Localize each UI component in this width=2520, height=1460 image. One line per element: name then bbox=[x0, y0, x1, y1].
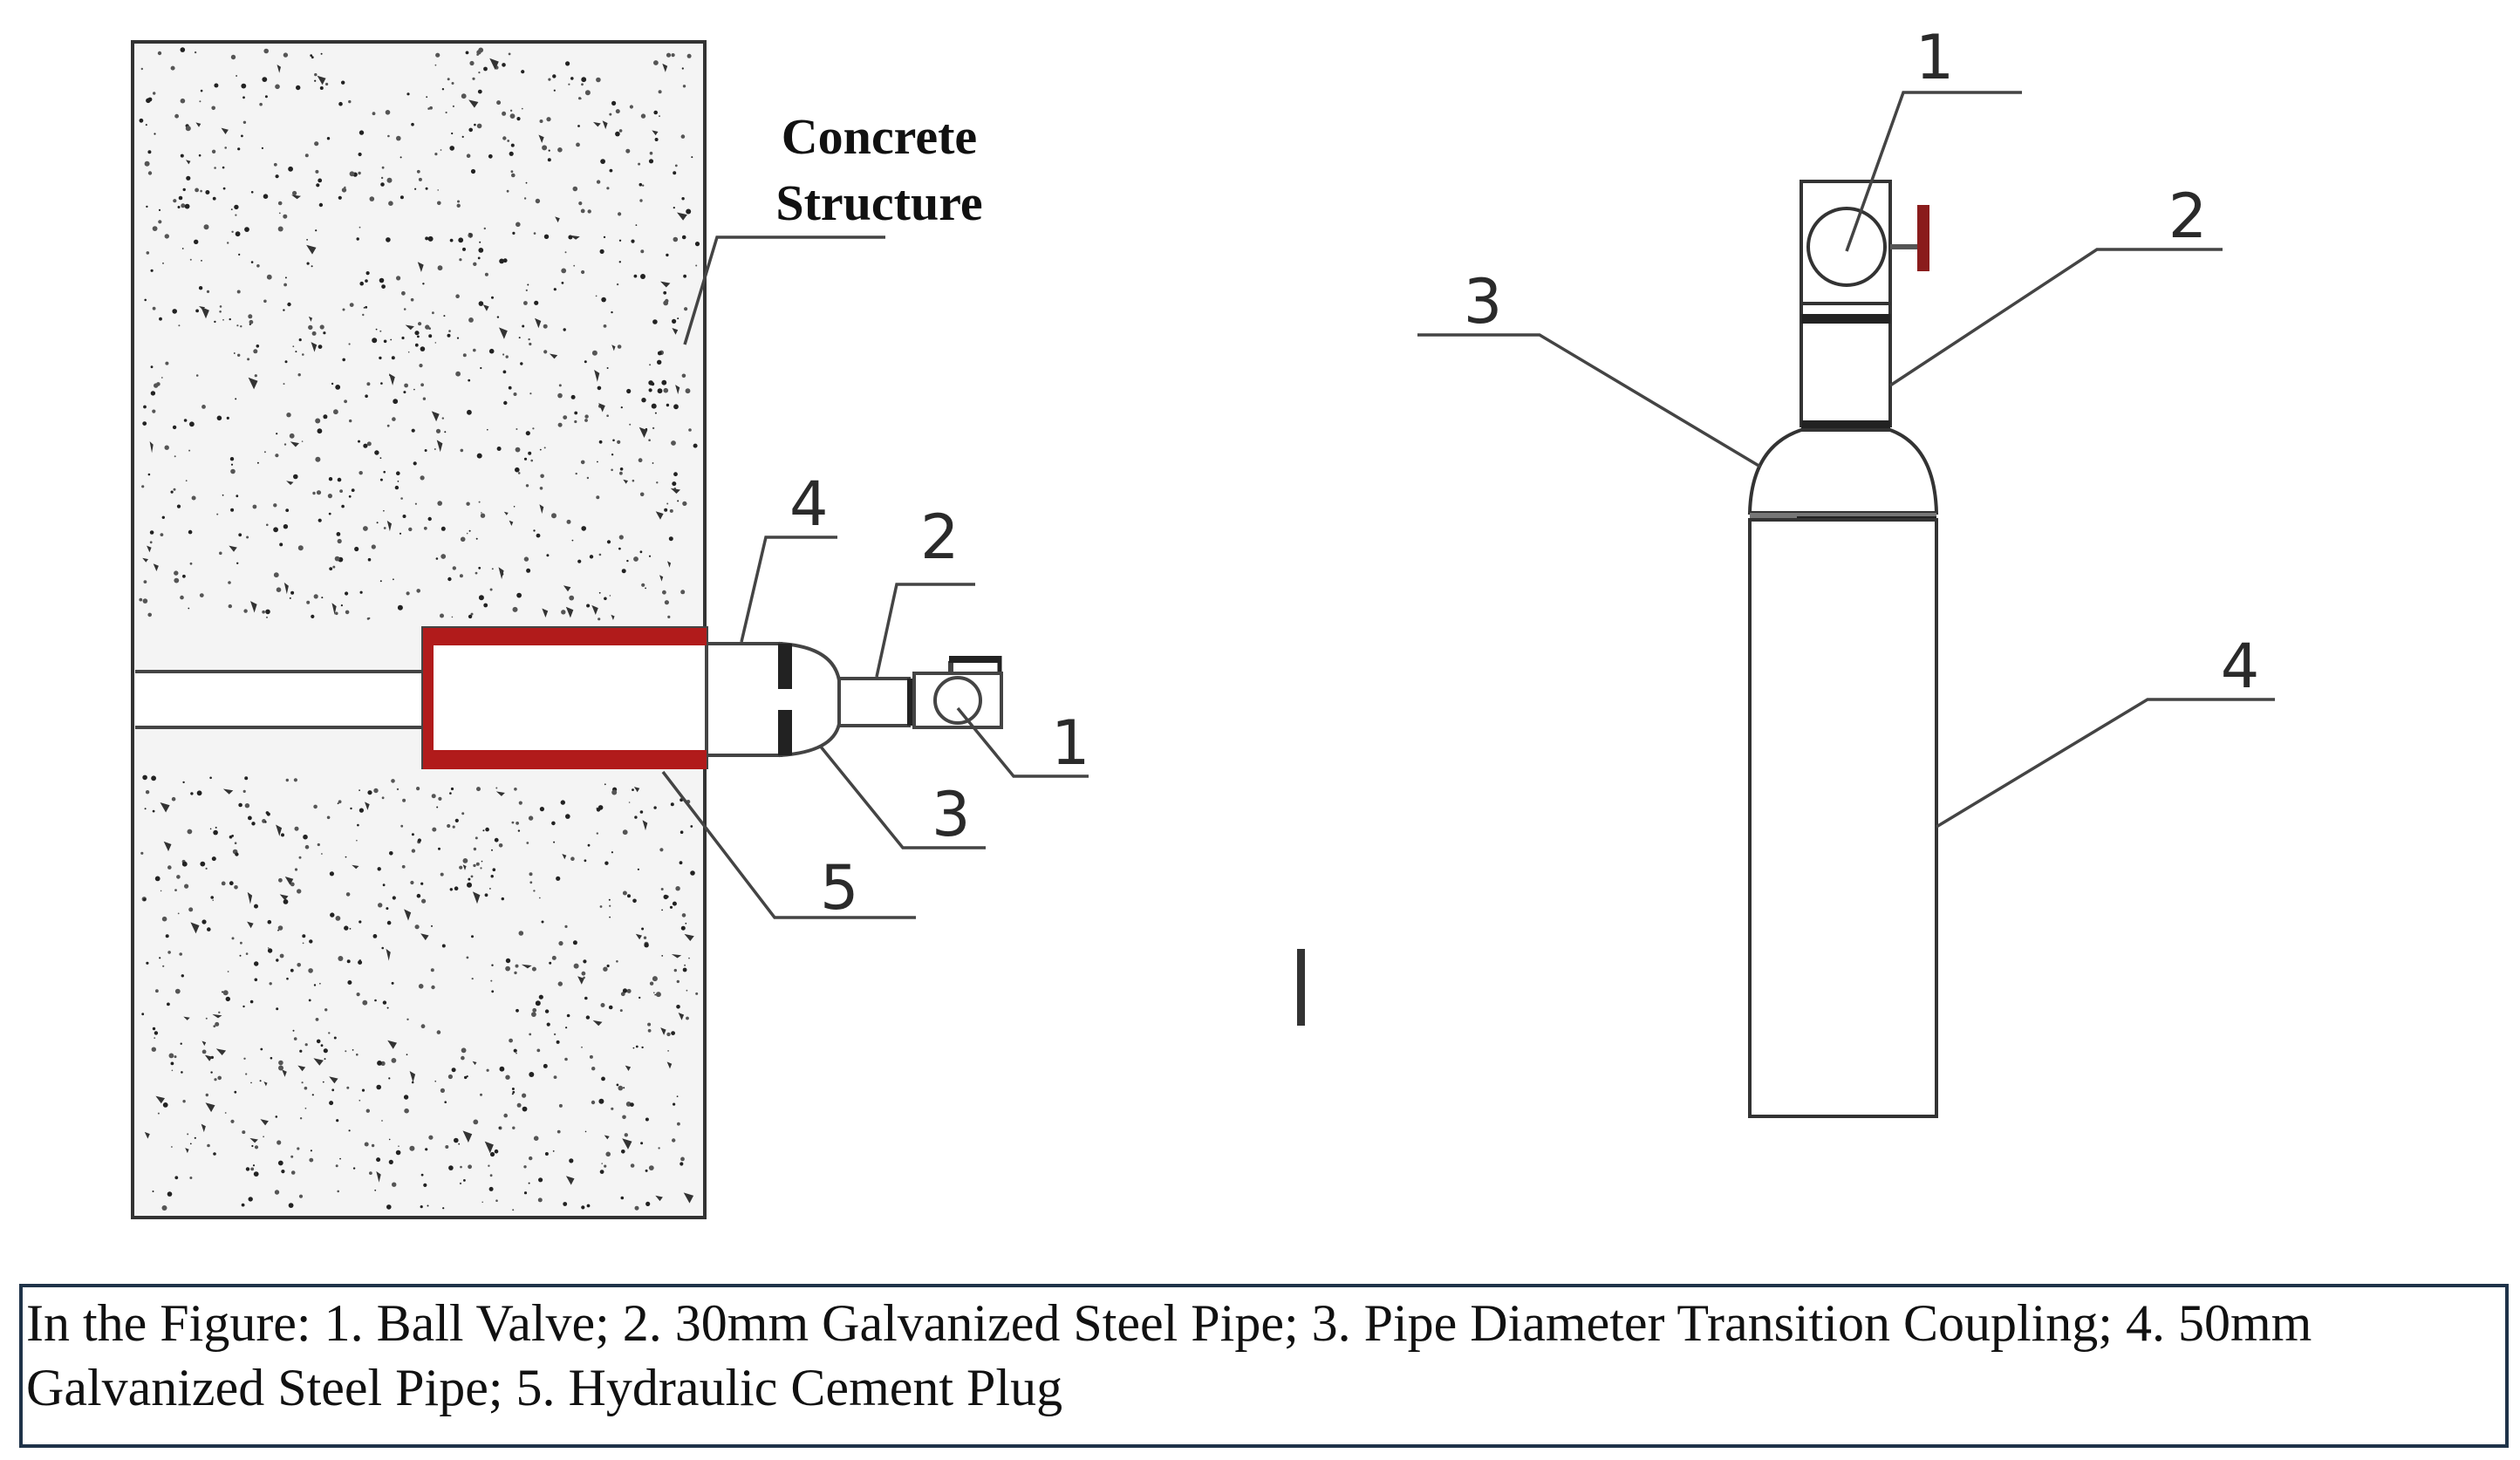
right-label-3: 3 bbox=[1464, 266, 1503, 338]
right-label-4: 4 bbox=[2221, 631, 2260, 702]
left-leader-lines bbox=[661, 235, 1089, 919]
right-leader-lines bbox=[1417, 91, 2275, 829]
bore-hole bbox=[135, 670, 423, 729]
right-transition-coupling bbox=[1747, 428, 1939, 532]
right-label-2: 2 bbox=[2168, 181, 2208, 252]
concrete-speckles bbox=[139, 47, 700, 1211]
right-label-1: 1 bbox=[1916, 22, 1955, 93]
left-ball-valve bbox=[912, 656, 1003, 729]
left-label-2: 2 bbox=[920, 501, 960, 573]
left-label-4: 4 bbox=[789, 468, 829, 540]
right-50mm-pipe bbox=[1748, 518, 1938, 1118]
concrete-label-line2: Structure bbox=[775, 174, 982, 231]
concrete-label-line1: Concrete bbox=[782, 108, 977, 165]
left-transition-coupling bbox=[778, 641, 841, 758]
right-30mm-pipe bbox=[1800, 302, 1892, 430]
left-30mm-pipe bbox=[837, 677, 914, 727]
hydraulic-cement-plug bbox=[423, 628, 707, 769]
left-label-5: 5 bbox=[820, 852, 859, 924]
left-label-3: 3 bbox=[932, 779, 971, 850]
left-label-1: 1 bbox=[1051, 707, 1090, 779]
view-mark-bar bbox=[1297, 949, 1305, 1026]
figure-caption: In the Figure: 1. Ball Valve; 2. 30mm Ga… bbox=[19, 1284, 2509, 1448]
left-50mm-pipe bbox=[421, 626, 782, 769]
